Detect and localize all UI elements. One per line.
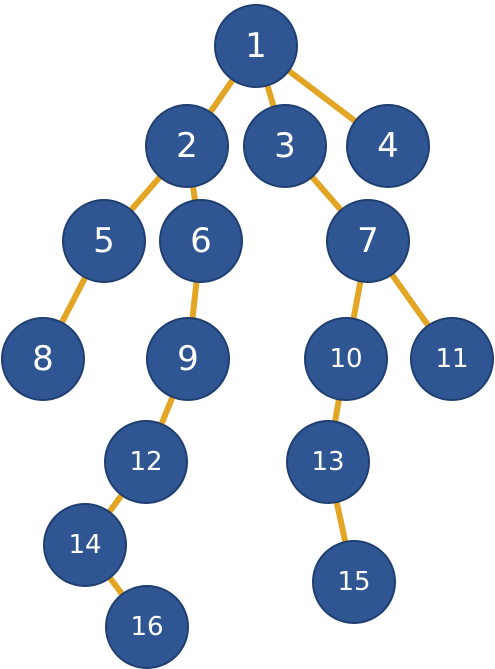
node-circle	[214, 4, 298, 88]
node-label: 1	[245, 26, 267, 66]
node-label: 3	[274, 126, 296, 166]
node-label: 15	[337, 567, 370, 597]
node-circle	[243, 104, 327, 188]
node-circle	[1, 317, 85, 401]
node-label: 4	[377, 126, 399, 166]
tree-node-4: 4	[346, 104, 430, 188]
tree-node-16: 16	[105, 585, 189, 669]
node-circle	[304, 317, 388, 401]
node-label: 5	[93, 221, 115, 261]
node-circle	[326, 199, 410, 283]
node-circle	[286, 420, 370, 504]
node-circle	[312, 540, 396, 624]
node-label: 10	[329, 344, 362, 374]
node-circle	[43, 503, 127, 587]
tree-node-2: 2	[145, 104, 229, 188]
node-circle	[146, 317, 230, 401]
node-circle	[159, 199, 243, 283]
node-label: 13	[311, 447, 344, 477]
node-label: 14	[68, 530, 101, 560]
tree-node-6: 6	[159, 199, 243, 283]
tree-node-9: 9	[146, 317, 230, 401]
tree-node-8: 8	[1, 317, 85, 401]
tree-node-10: 10	[304, 317, 388, 401]
node-label: 6	[190, 221, 212, 261]
tree-node-7: 7	[326, 199, 410, 283]
tree-node-12: 12	[104, 420, 188, 504]
node-circle	[62, 199, 146, 283]
tree-node-3: 3	[243, 104, 327, 188]
node-label: 7	[357, 221, 379, 261]
tree-node-1: 1	[214, 4, 298, 88]
tree-node-15: 15	[312, 540, 396, 624]
node-circle	[346, 104, 430, 188]
node-circle	[410, 317, 494, 401]
tree-node-14: 14	[43, 503, 127, 587]
node-label: 8	[32, 339, 54, 379]
node-label: 9	[177, 339, 199, 379]
tree-node-5: 5	[62, 199, 146, 283]
node-label: 11	[435, 344, 468, 374]
tree-node-11: 11	[410, 317, 494, 401]
node-label: 2	[176, 126, 198, 166]
node-label: 16	[130, 612, 163, 642]
tree-node-13: 13	[286, 420, 370, 504]
node-circle	[145, 104, 229, 188]
node-circle	[105, 585, 189, 669]
node-label: 12	[129, 447, 162, 477]
node-circle	[104, 420, 188, 504]
